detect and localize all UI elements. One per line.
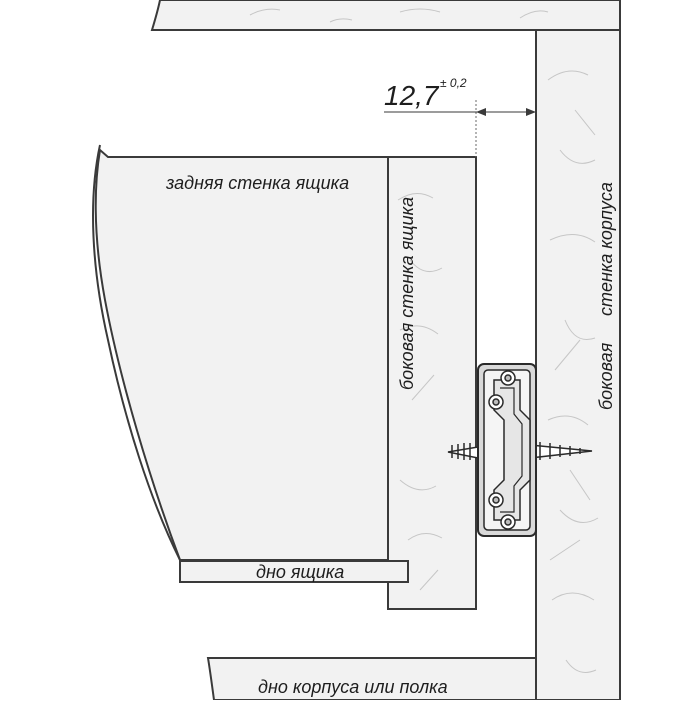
cabinet-side-wall [535,29,621,701]
label-drawer-bottom: дно ящика [256,562,344,582]
label-cabinet-side-wall-part1: боковая [596,342,616,410]
dimension-arrow-left [476,108,486,116]
drawer-slide [447,363,593,537]
drawer-back-left-edge [92,144,181,561]
label-cabinet-side-wall-part2: стенка корпуса [596,182,616,316]
top-cabinet-panel [150,0,621,31]
cabinet-wall-grain [547,70,599,673]
top-panel-grain [249,8,549,23]
slide-bearings [488,370,516,530]
label-cabinet-bottom: дно корпуса или полка [258,677,448,697]
dimension-tolerance: ± 0,2 [440,76,467,90]
dimension-value: 12,7 [384,80,440,111]
dimension-arrow-right [526,108,536,116]
slide-inner-profile [493,379,531,521]
label-drawer-side-wall: боковая стенка ящика [397,197,417,390]
drawer-back-wall [94,148,389,561]
drawer-side-grain [397,193,443,591]
label-drawer-back-wall: задняя стенка ящика [165,173,349,193]
drawer-bottom-panel [179,560,409,583]
